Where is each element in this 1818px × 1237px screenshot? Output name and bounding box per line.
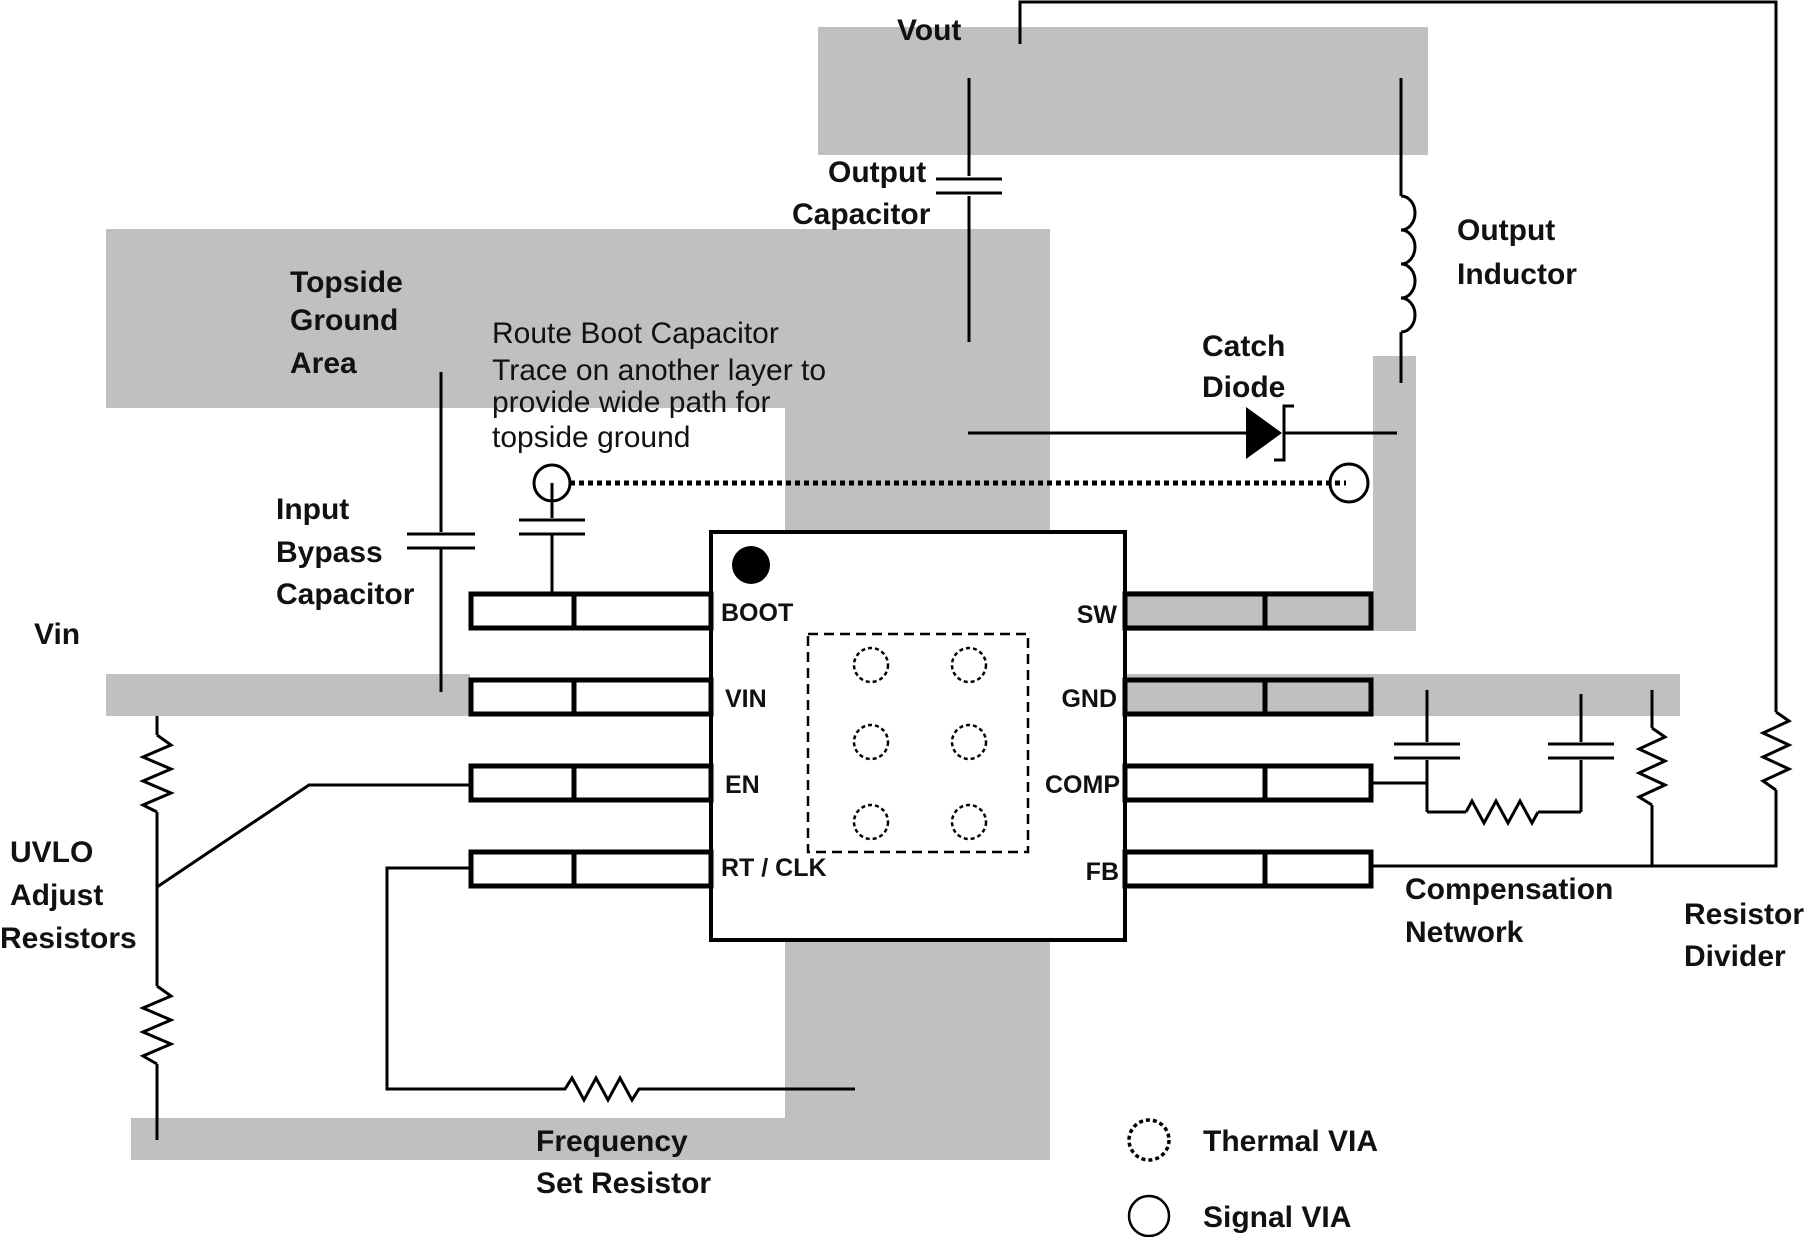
pad-comp — [1122, 763, 1374, 803]
right-pads — [1122, 591, 1374, 889]
label-vin: Vin — [34, 618, 80, 651]
pin1-marker — [732, 546, 770, 584]
signal-via-legend-icon — [1127, 1194, 1171, 1237]
label-output-inductor-1: Output — [1457, 214, 1555, 247]
vout-feedback-wire — [1018, 0, 1778, 712]
pin-label-boot: BOOT — [721, 599, 793, 627]
pin-label-vin: VIN — [725, 685, 767, 713]
vout-copper-area — [818, 27, 1428, 155]
pin-label-comp: COMP — [1045, 771, 1120, 799]
output-inductor-symbol — [1399, 78, 1417, 383]
label-input-bypass-2: Bypass — [276, 536, 383, 569]
left-pads — [468, 591, 714, 889]
label-output-capacitor-1: Output — [828, 156, 926, 189]
label-catch-diode-1: Catch — [1202, 330, 1285, 363]
label-uvlo-2: Adjust — [10, 879, 103, 912]
thermal-via — [950, 723, 988, 761]
pin-label-en: EN — [725, 771, 760, 799]
frequency-set-resistor-symbol — [385, 866, 855, 1104]
pad-en — [468, 763, 714, 803]
pad-rt-clk — [468, 849, 714, 889]
label-resistor-divider-1: Resistor — [1684, 898, 1804, 931]
label-route-boot-4: topside ground — [492, 421, 691, 454]
label-topside-ground-1: Topside — [290, 266, 403, 299]
vin-copper-strip — [106, 674, 470, 716]
thermal-via — [950, 646, 988, 684]
label-input-bypass-3: Capacitor — [276, 578, 415, 611]
compensation-network-symbol — [1371, 690, 1614, 827]
legend: Thermal VIA Signal VIA — [1127, 1118, 1378, 1237]
thermal-via — [852, 803, 890, 841]
label-output-capacitor-2: Capacitor — [792, 198, 931, 231]
pad-sw — [1122, 591, 1374, 631]
label-input-bypass-1: Input — [276, 493, 349, 526]
label-vout: Vout — [897, 14, 961, 47]
label-topside-ground-2: Ground — [290, 304, 398, 337]
label-compensation-2: Network — [1405, 916, 1524, 949]
pad-gnd — [1122, 677, 1374, 717]
en-wire — [156, 783, 471, 889]
resistor-divider-symbol — [1371, 690, 1793, 868]
thermal-via — [950, 803, 988, 841]
thermal-via — [852, 723, 890, 761]
label-compensation-1: Compensation — [1405, 873, 1613, 906]
output-capacitor-symbol — [936, 78, 1002, 342]
pad-fb — [1122, 849, 1374, 889]
pin-label-fb: FB — [1086, 858, 1119, 886]
diode-triangle — [1246, 407, 1282, 459]
label-topside-ground-3: Area — [290, 347, 357, 380]
legend-thermal-via: Thermal VIA — [1203, 1125, 1378, 1158]
boot-capacitor-symbol — [519, 462, 1370, 594]
label-frequency-set-1: Frequency — [536, 1125, 688, 1158]
thermal-vias — [852, 646, 988, 841]
label-route-boot-1: Route Boot Capacitor — [492, 317, 779, 350]
sw-copper-area — [1373, 356, 1416, 631]
pin-label-rt-clk: RT / CLK — [721, 854, 827, 882]
pad-vin — [468, 677, 714, 717]
input-bypass-capacitor-symbol — [407, 372, 475, 692]
legend-signal-via: Signal VIA — [1203, 1201, 1351, 1234]
uvlo-resistors-symbol — [139, 716, 471, 1140]
label-uvlo-3: Resistors — [0, 922, 137, 955]
thermal-pad — [806, 632, 1030, 854]
catch-diode-symbol — [968, 404, 1397, 462]
label-route-boot-3: provide wide path for — [492, 386, 771, 419]
label-frequency-set-2: Set Resistor — [536, 1167, 711, 1200]
label-catch-diode-2: Diode — [1202, 371, 1285, 404]
pin-label-sw: SW — [1077, 601, 1118, 629]
ic-package-body — [709, 530, 1127, 942]
thermal-via — [852, 646, 890, 684]
label-uvlo-1: UVLO — [10, 836, 93, 869]
label-output-inductor-2: Inductor — [1457, 258, 1577, 291]
label-resistor-divider-2: Divider — [1684, 940, 1786, 973]
label-route-boot-2: Trace on another layer to — [492, 354, 826, 387]
thermal-via-legend-icon — [1127, 1118, 1171, 1162]
pad-boot — [468, 591, 714, 631]
pin-label-gnd: GND — [1061, 685, 1117, 713]
